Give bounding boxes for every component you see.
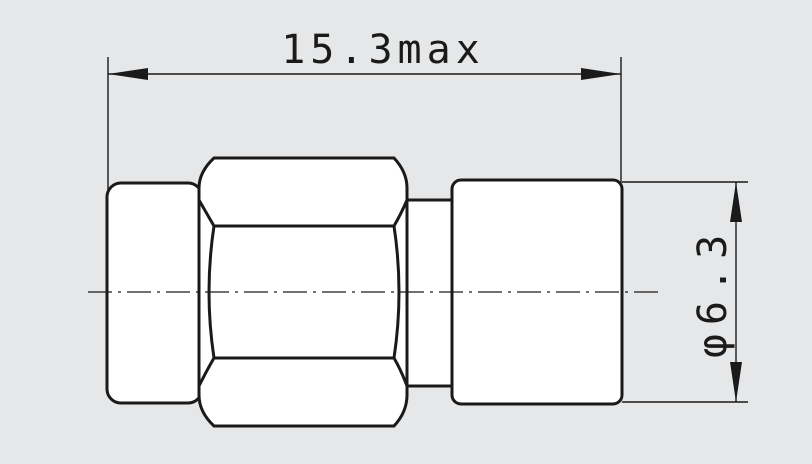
neck	[404, 198, 456, 388]
diameter-arrow-top	[730, 182, 742, 222]
length-dimension-label: 15.3max	[281, 27, 485, 73]
diameter-dimension-label: φ6.3	[690, 226, 736, 358]
length-arrow-right	[581, 68, 621, 80]
left-cap	[105, 181, 204, 405]
hex-facet-upper	[197, 199, 409, 228]
diameter-arrow-bottom	[730, 362, 742, 402]
hex-facet-lower	[197, 356, 409, 387]
length-arrow-left	[108, 68, 148, 80]
